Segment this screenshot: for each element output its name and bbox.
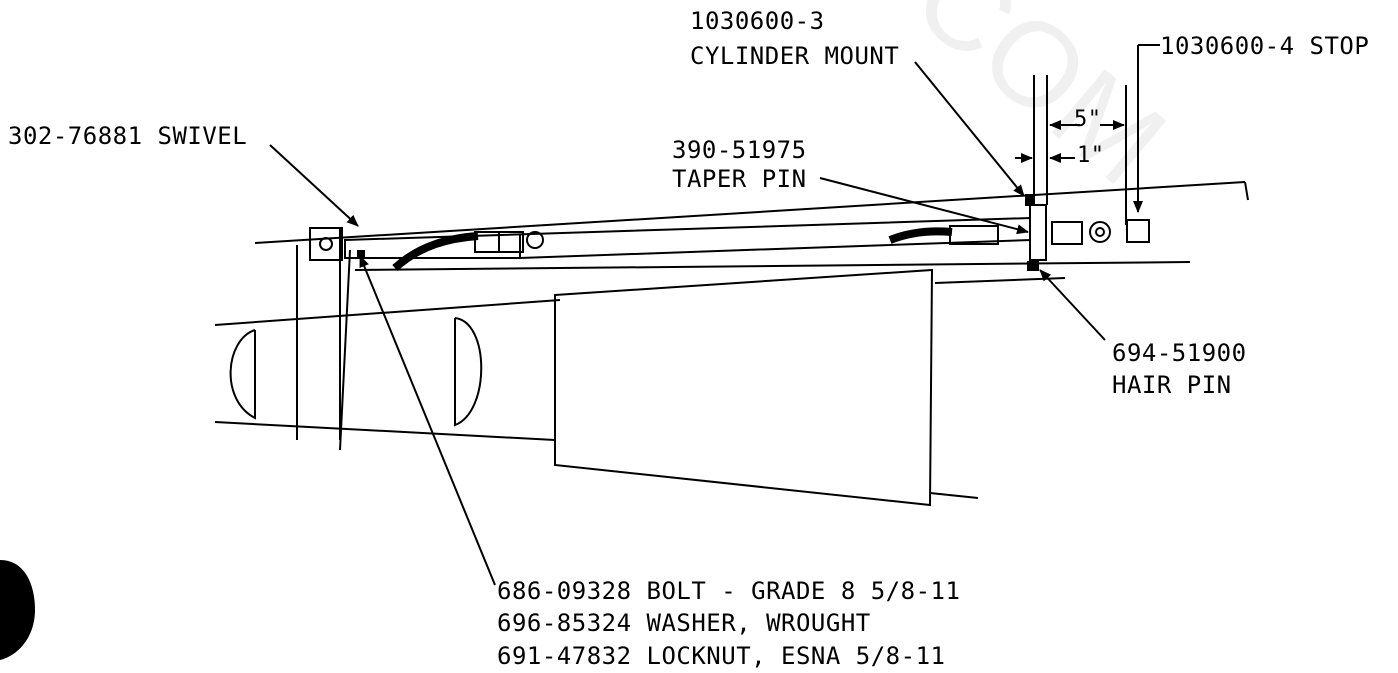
rod-eye xyxy=(1089,221,1111,243)
label-stop: 1030600-4 STOP xyxy=(1160,32,1370,60)
post-inner-edge xyxy=(339,249,351,451)
stop-block xyxy=(1126,219,1150,243)
label-taper-pin-name: TAPER PIN xyxy=(672,165,807,193)
hose-left xyxy=(392,232,479,271)
boom-lower-right xyxy=(929,492,979,499)
cylinder-port xyxy=(526,231,544,249)
taper-pin-leader xyxy=(819,177,1029,235)
label-taper-pin-number: 390-51975 xyxy=(672,136,807,164)
boom-lower-left xyxy=(214,421,556,441)
dimension-five-inch: 5" xyxy=(1074,107,1102,132)
dimension-one-inch: 1" xyxy=(1077,143,1105,168)
label-locknut: 691-47832 LOCKNUT, ESNA 5/8-11 xyxy=(497,642,946,670)
rod-eye-hole xyxy=(1095,227,1105,237)
bolt-head xyxy=(357,250,365,258)
swivel-pin xyxy=(319,237,333,251)
center-cutout xyxy=(454,317,483,427)
boom-upper-line xyxy=(354,261,1191,271)
cylinder-mount-bracket xyxy=(1029,204,1047,261)
bolt-leader xyxy=(359,255,496,586)
cylinder-mount-leader xyxy=(914,61,1025,197)
swivel-block xyxy=(309,227,343,261)
label-bolt: 686-09328 BOLT - GRADE 8 5/8-11 xyxy=(497,577,961,605)
label-washer: 696-85324 WASHER, WROUGHT xyxy=(497,609,871,637)
label-swivel: 302-76881 SWIVEL xyxy=(8,122,248,150)
boom-mid-line xyxy=(214,299,561,326)
punch-hole-mark xyxy=(0,560,35,660)
rod-nut xyxy=(1051,221,1083,245)
hair-pin-bottom xyxy=(1027,261,1039,271)
boom-top-edge xyxy=(254,181,1246,244)
swivel-leader xyxy=(269,144,359,227)
hair-pin-leader xyxy=(1039,269,1106,341)
label-hair-pin-name: HAIR PIN xyxy=(1112,371,1232,399)
label-cylinder-mount-name: CYLINDER MOUNT xyxy=(690,42,900,70)
cylinder-body xyxy=(344,216,1031,259)
boom-end-tick xyxy=(1244,181,1249,201)
side-plate xyxy=(554,268,934,507)
hose-right xyxy=(888,227,953,244)
left-cutout xyxy=(229,329,256,420)
label-cylinder-mount-number: 1030600-3 xyxy=(690,7,825,35)
label-hair-pin-number: 694-51900 xyxy=(1112,339,1247,367)
hair-pin-top xyxy=(1025,194,1035,206)
boom-mid-line-right xyxy=(934,277,1066,284)
